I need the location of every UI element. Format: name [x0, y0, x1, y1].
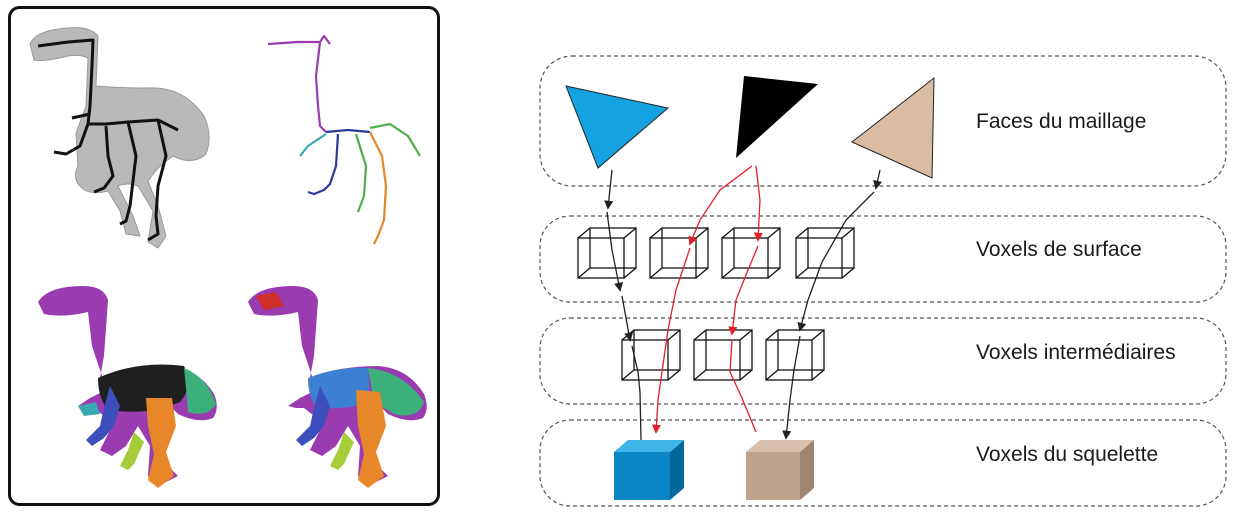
label-surface-voxels: Voxels de surface — [976, 238, 1142, 261]
red-arrows — [651, 165, 763, 434]
layer-box-faces — [539, 55, 1227, 187]
label-mesh-faces: Faces du maillage — [976, 110, 1147, 133]
intermediate-voxel-3 — [765, 329, 825, 381]
surface-voxel-1 — [577, 227, 637, 279]
skeleton-voxel-tan — [746, 440, 814, 500]
voxel-hierarchy-diagram — [539, 55, 1227, 507]
layer-box-skeleton-voxels — [539, 419, 1227, 507]
segmented-bird-final — [248, 286, 427, 488]
intermediate-voxel-2 — [693, 329, 753, 381]
skeleton-voxel-blue — [614, 440, 684, 500]
surface-voxel-3 — [721, 227, 781, 279]
label-intermediate-voxels: Voxels intermédiaires — [976, 341, 1176, 364]
mesh-face-blue — [565, 85, 670, 169]
mesh-face-black — [736, 76, 818, 158]
label-skeleton-voxels: Voxels du squelette — [976, 443, 1159, 466]
layer-box-intermediate-voxels — [539, 317, 1227, 405]
segmented-bird-dark — [38, 286, 217, 488]
segmentation-examples-panel — [8, 6, 440, 506]
surface-voxel-4 — [795, 227, 855, 279]
surface-voxel-2 — [649, 227, 709, 279]
layer-box-surface-voxels — [539, 215, 1227, 303]
grey-mesh-bird — [29, 27, 210, 249]
dark-arrows — [604, 169, 883, 441]
intermediate-voxel-1 — [621, 329, 681, 381]
mesh-face-tan — [851, 76, 935, 179]
curve-skeleton — [267, 34, 421, 245]
